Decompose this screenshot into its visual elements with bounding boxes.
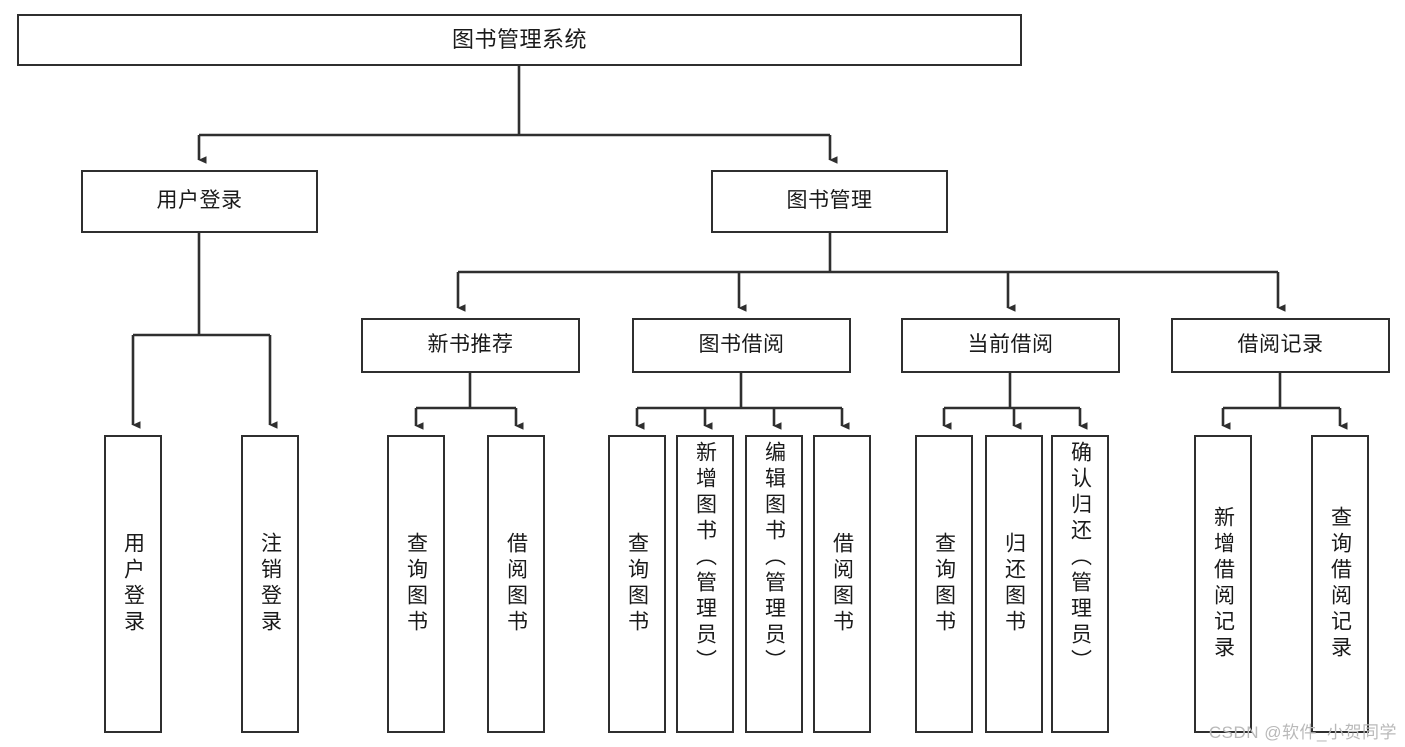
- node-borrow-record-label: 借阅记录: [1237, 333, 1324, 357]
- node-borrow-record[interactable]: 借阅记录: [1171, 318, 1390, 373]
- node-leaf-borrow-book-2[interactable]: 借阅图书: [813, 435, 871, 733]
- node-leaf-add-book-label: 新增图书（管理员）: [693, 441, 717, 675]
- edge-root-to-level1: [197, 66, 838, 164]
- edge-current-borrow-to-leaves: [942, 373, 1088, 430]
- node-leaf-query-book-2-label: 查询图书: [625, 532, 649, 636]
- edge-book-manage-to-level2: [456, 233, 1286, 312]
- edge-new-book-rec-to-leaves: [414, 373, 524, 430]
- node-book-manage[interactable]: 图书管理: [711, 170, 948, 233]
- node-leaf-add-record[interactable]: 新增借阅记录: [1194, 435, 1252, 733]
- node-leaf-user-logout-label: 注销登录: [258, 532, 282, 636]
- node-current-borrow[interactable]: 当前借阅: [901, 318, 1120, 373]
- node-root-label: 图书管理系统: [451, 27, 587, 53]
- node-leaf-borrow-book-2-label: 借阅图书: [830, 532, 854, 636]
- node-leaf-user-logout[interactable]: 注销登录: [241, 435, 299, 733]
- node-leaf-query-book-1[interactable]: 查询图书: [387, 435, 445, 733]
- node-leaf-confirm-return[interactable]: 确认归还（管理员）: [1051, 435, 1109, 733]
- node-user-login[interactable]: 用户登录: [81, 170, 318, 233]
- node-leaf-borrow-book-1[interactable]: 借阅图书: [487, 435, 545, 733]
- edge-book-borrow-to-leaves: [635, 373, 850, 430]
- edge-user-login-to-leaves: [131, 233, 278, 429]
- node-leaf-edit-book-label: 编辑图书（管理员）: [762, 441, 786, 675]
- node-leaf-query-book-3[interactable]: 查询图书: [915, 435, 973, 733]
- node-leaf-add-book[interactable]: 新增图书（管理员）: [676, 435, 734, 733]
- node-book-manage-label: 图书管理: [786, 189, 873, 213]
- node-leaf-query-book-3-label: 查询图书: [932, 532, 956, 636]
- node-book-borrow-label: 图书借阅: [698, 333, 785, 357]
- node-root[interactable]: 图书管理系统: [17, 14, 1022, 66]
- node-leaf-user-login-label: 用户登录: [121, 532, 145, 636]
- node-new-book-rec[interactable]: 新书推荐: [361, 318, 580, 373]
- node-leaf-edit-book[interactable]: 编辑图书（管理员）: [745, 435, 803, 733]
- watermark-text: CSDN @软件_小贺同学: [1208, 723, 1397, 742]
- node-leaf-query-record[interactable]: 查询借阅记录: [1311, 435, 1369, 733]
- node-book-borrow[interactable]: 图书借阅: [632, 318, 851, 373]
- node-leaf-confirm-return-label: 确认归还（管理员）: [1068, 441, 1092, 675]
- node-leaf-return-book[interactable]: 归还图书: [985, 435, 1043, 733]
- node-leaf-query-book-1-label: 查询图书: [404, 532, 428, 636]
- node-leaf-return-book-label: 归还图书: [1002, 532, 1026, 636]
- node-leaf-borrow-book-1-label: 借阅图书: [504, 532, 528, 636]
- node-user-login-label: 用户登录: [156, 189, 243, 213]
- node-new-book-rec-label: 新书推荐: [427, 333, 514, 357]
- node-leaf-query-book-2[interactable]: 查询图书: [608, 435, 666, 733]
- edge-borrow-record-to-leaves: [1221, 373, 1348, 430]
- node-current-borrow-label: 当前借阅: [967, 333, 1054, 357]
- node-leaf-query-record-label: 查询借阅记录: [1328, 506, 1352, 662]
- node-leaf-user-login[interactable]: 用户登录: [104, 435, 162, 733]
- node-leaf-add-record-label: 新增借阅记录: [1211, 506, 1235, 662]
